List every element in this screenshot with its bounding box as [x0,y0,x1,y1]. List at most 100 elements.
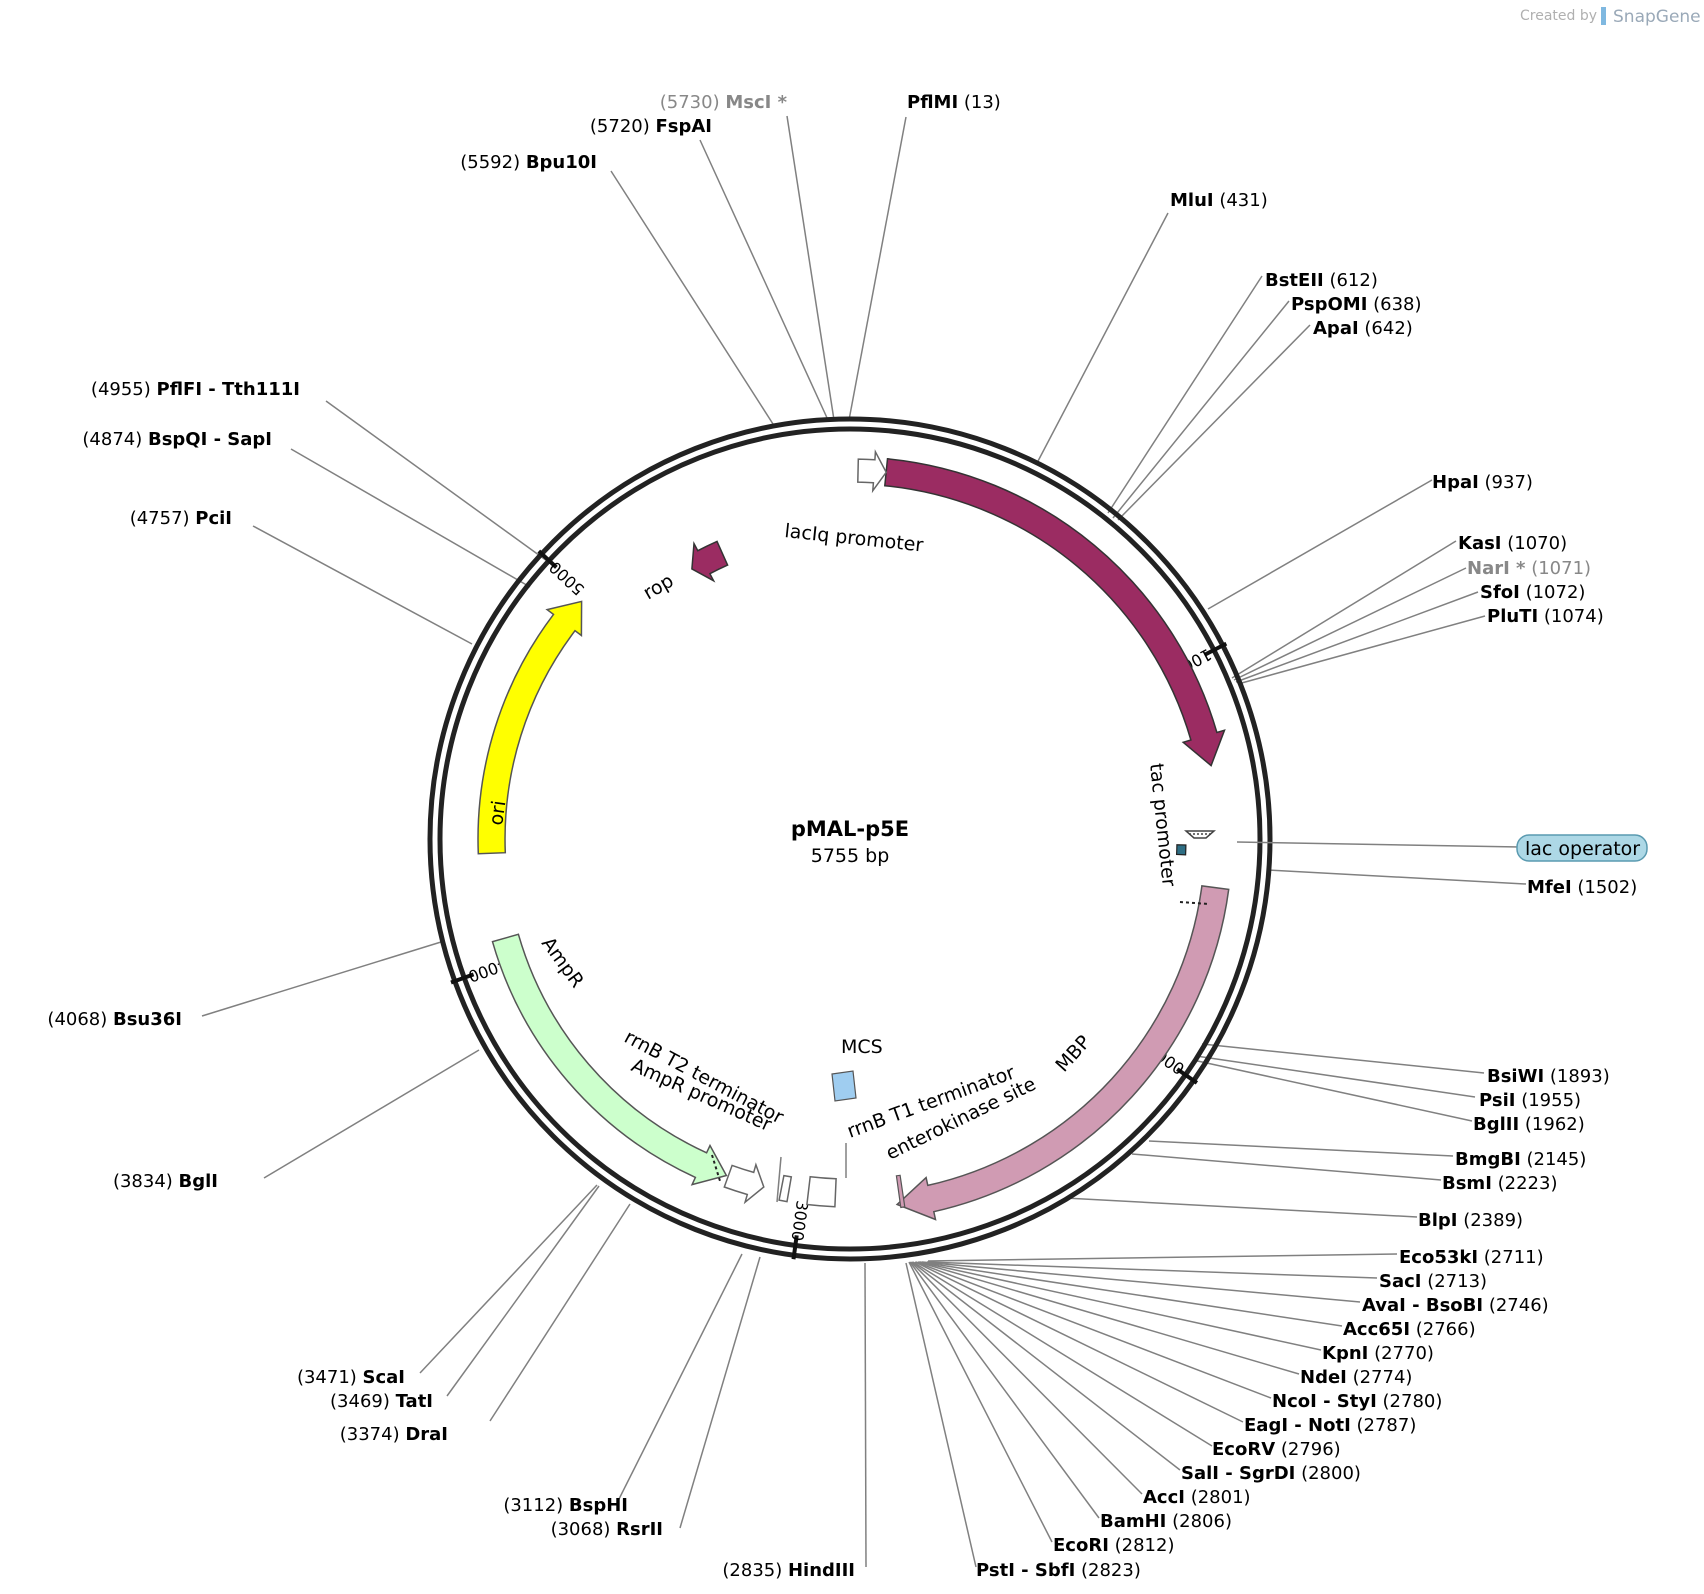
tick-5000 [537,549,558,569]
site-position: (638) [1367,294,1421,315]
site-label[interactable]: NcoI - StyI (2780) [1272,1391,1442,1412]
site-label[interactable]: AccI (2801) [1143,1487,1251,1508]
site-label[interactable]: NarI * (1071) [1467,558,1591,579]
site-label[interactable]: EagI - NotI (2787) [1244,1415,1416,1436]
MCS-box[interactable] [831,1070,857,1102]
tac-promoter-box[interactable] [1175,844,1187,856]
rop-label: rop [640,570,678,605]
tick-2000 [1176,1067,1199,1085]
site-label[interactable]: (3068) RsrII [551,1519,663,1540]
site-label[interactable]: (3471) ScaI [297,1367,405,1388]
site-label[interactable]: PsiI (1955) [1479,1090,1581,1111]
site-label[interactable]: (5720) FspAI [590,116,712,137]
site-position: (2823) [1075,1560,1141,1581]
site-label[interactable]: BamHI (2806) [1100,1511,1232,1532]
plasmid-name: pMAL-p5E [791,817,909,841]
site-name: AccI [1143,1487,1185,1508]
lacIq-promoter-arrow[interactable] [857,449,888,494]
leader-33 [905,1262,977,1568]
site-label[interactable]: (3112) BspHI [503,1495,628,1516]
rrnB-T2-terminator-box[interactable] [778,1174,793,1203]
site-name: SfoI [1480,582,1520,603]
site-label[interactable]: (5730) MscI * [660,92,788,113]
lac-operator-callout[interactable]: lac operator [1516,834,1648,862]
site-name: ScaI [363,1367,405,1388]
site-name: NdeI [1300,1367,1347,1388]
site-label[interactable]: EcoRV (2796) [1212,1439,1341,1460]
site-position: (5720) [590,116,656,137]
site-label[interactable]: BlpI (2389) [1418,1210,1523,1231]
site-position: (2796) [1275,1439,1341,1460]
ori-arrow[interactable] [477,600,583,855]
site-label[interactable]: BmgBI (2145) [1455,1149,1586,1170]
site-label[interactable]: SacI (2713) [1379,1271,1487,1292]
site-label[interactable]: (4874) BspQI - SapI [82,429,272,450]
AmpR-arrow[interactable] [491,933,728,1186]
lac-operator-leader [1236,841,1521,848]
site-label[interactable]: (2835) HindIII [722,1560,855,1581]
site-label[interactable]: Eco53kI (2711) [1399,1247,1544,1268]
site-name: Bpu10I [526,152,597,173]
site-label[interactable]: BstEII (612) [1265,270,1378,291]
site-position: (612) [1324,270,1378,291]
site-label[interactable]: PluTI (1074) [1487,606,1604,627]
site-label[interactable]: MluI (431) [1170,190,1268,211]
site-position: (2800) [1295,1463,1361,1484]
site-label[interactable]: PstI - SbfI (2823) [976,1560,1141,1581]
leader-36 [616,1253,743,1504]
MBP-arrow[interactable] [895,885,1230,1221]
site-label[interactable]: MfeI (1502) [1527,877,1637,898]
site-label[interactable]: (3834) BglI [113,1171,218,1192]
site-label[interactable]: AvaI - BsoBI (2746) [1362,1295,1549,1316]
tick-label-3000: 3000 [788,1199,812,1242]
site-label[interactable]: KpnI (2770) [1322,1343,1434,1364]
site-label[interactable]: (3374) DraI [340,1424,448,1445]
site-name: PflFI - Tth111I [157,379,301,400]
lac-operator-label: lac operator [1525,838,1640,860]
leader-14 [1201,1043,1485,1074]
site-position: (2223) [1492,1173,1558,1194]
site-label[interactable]: PspOMI (638) [1291,294,1422,315]
site-label[interactable]: BglII (1962) [1473,1114,1585,1135]
site-position: (3834) [113,1171,179,1192]
site-label[interactable]: PflMI (13) [907,92,1001,113]
site-label[interactable]: KasI (1070) [1458,533,1567,554]
site-label[interactable]: ApaI (642) [1313,318,1413,339]
site-name: PciI [195,508,232,529]
leader-12 [1237,615,1486,685]
site-label[interactable]: (4757) PciI [130,508,232,529]
leader-26 [915,1261,1272,1399]
site-label[interactable]: Acc65I (2766) [1343,1319,1476,1340]
leader-13 [1266,869,1527,885]
site-label[interactable]: (3469) TatI [330,1391,433,1412]
site-position: (1955) [1515,1090,1581,1111]
site-label[interactable]: BsiWI (1893) [1487,1066,1610,1087]
site-position: (1962) [1519,1114,1585,1135]
site-label[interactable]: HpaI (937) [1432,472,1533,493]
site-name: FspAI [655,116,712,137]
site-label[interactable]: (4955) PflFI - Tth111I [91,379,300,400]
site-label[interactable]: (4068) Bsu36I [47,1009,182,1030]
site-position: (3112) [503,1495,569,1516]
site-label[interactable]: NdeI (2774) [1300,1367,1412,1388]
site-label[interactable]: SalI - SgrDI (2800) [1181,1463,1361,1484]
enterokinase-site-box[interactable] [895,1174,906,1209]
site-name: PspOMI [1291,294,1367,315]
MBP-label: MBP [1051,1031,1095,1076]
site-label[interactable]: (5592) Bpu10I [460,152,597,173]
AmpR-promoter-arrow[interactable] [723,1162,765,1205]
site-name: DraI [405,1424,448,1445]
lacI-arrow[interactable] [883,457,1226,767]
site-name: PstI - SbfI [976,1560,1075,1581]
site-name: MluI [1170,190,1214,211]
site-leaders [201,115,1527,1568]
leader-35 [679,1256,761,1529]
site-label[interactable]: EcoRI (2812) [1053,1535,1174,1556]
site-label[interactable]: SfoI (1072) [1480,582,1585,603]
rrnB-T1-terminator-box[interactable] [806,1175,837,1208]
lac-operator-badge[interactable] [1516,834,1648,862]
rop-arrow[interactable] [691,540,729,583]
site-name: RsrII [616,1519,663,1540]
site-position: (4757) [130,508,196,529]
site-label[interactable]: BsmI (2223) [1442,1173,1557,1194]
